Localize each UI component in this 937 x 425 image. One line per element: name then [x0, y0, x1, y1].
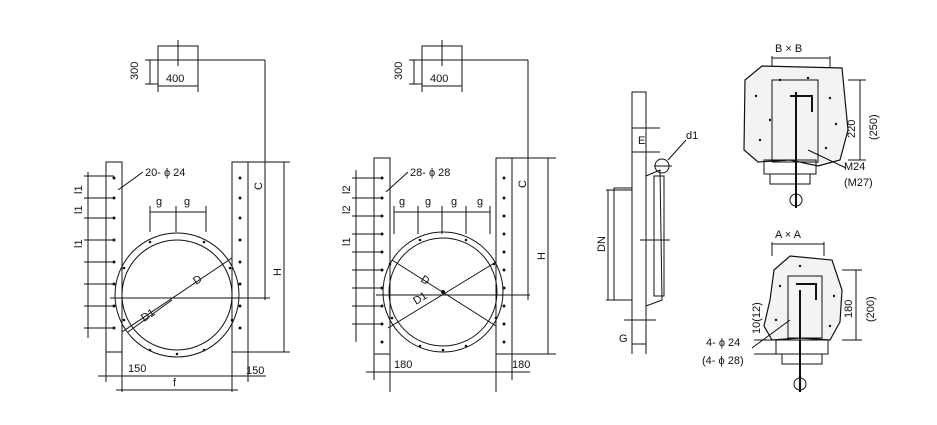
g-label-2: g: [184, 196, 190, 208]
right-offset-dim-2: 180: [512, 359, 530, 371]
f-dim: f: [173, 377, 177, 389]
g-label-1: g: [156, 196, 162, 208]
left-frame-post-2: [373, 157, 391, 355]
disc-holes: [122, 240, 234, 356]
side-gate: [653, 175, 665, 297]
e-label: E: [638, 135, 645, 147]
box-width-label: 400: [166, 73, 184, 85]
diameter-d1-label-2: D1: [411, 290, 429, 308]
dim-10-12: 10(12): [751, 302, 763, 334]
anchor-bolt-a: [796, 283, 817, 330]
h-label-2: H: [536, 252, 548, 260]
hole-callout: 20- ϕ 24: [145, 167, 185, 179]
g2-label-4: g: [477, 196, 483, 208]
box-height-label-2: 300: [393, 62, 405, 80]
valve-disc-inner-2: [388, 237, 498, 347]
diameter-d-label: D: [191, 273, 204, 287]
section-b: B × B 220 (250) M24 (M27): [743, 43, 880, 208]
hole-callout-2: 28- ϕ 28: [410, 167, 450, 179]
disc-holes-2: [388, 238, 498, 352]
side-flange: [613, 187, 633, 301]
g2-label-3: g: [451, 196, 457, 208]
side-frame: [631, 91, 647, 345]
concrete-dots-a: [774, 264, 836, 328]
right-frame-post: [231, 161, 249, 353]
dim-220: 220: [846, 120, 858, 138]
right-frame-post-2: [495, 157, 513, 355]
side-wedge: [645, 169, 663, 307]
pitch2-label-2: l2: [341, 205, 353, 214]
concrete-a: [763, 255, 843, 341]
valve-disc-inner: [121, 239, 233, 351]
side-view: DN d1 E G: [596, 91, 698, 354]
pitch-label-3: l1: [73, 239, 85, 248]
diameter-d-label-2: D: [418, 273, 431, 287]
dn-label: DN: [596, 236, 608, 252]
g-label-side: G: [619, 333, 628, 345]
section-a-title: A × A: [775, 229, 802, 241]
c-label-2: C: [517, 180, 529, 188]
dim-180: 180: [843, 300, 855, 318]
left-offset-dim: 150: [128, 363, 146, 375]
d1-label: d1: [686, 130, 698, 142]
dim-200: (200): [865, 296, 877, 322]
front-view-left: 300 400 l1 l1 l1 20: [73, 40, 290, 392]
dim-250: (250): [868, 114, 880, 140]
section-b-title: B × B: [775, 43, 802, 55]
section-a: A × A 180 (200) 10(12) 4- ϕ 24 (4- ϕ 28): [702, 229, 877, 392]
g2-label-1: g: [399, 196, 405, 208]
pitch-label-2: l1: [73, 205, 85, 214]
left-frame-post: [105, 161, 123, 353]
c-label: C: [253, 182, 265, 190]
anchor-bolt-b: [790, 92, 813, 150]
valve-disc-outer: [114, 232, 240, 358]
hole-4x24: 4- ϕ 24: [706, 337, 740, 349]
pitch2-label-1: l2: [341, 185, 353, 194]
box-width-label-2: 400: [430, 73, 448, 85]
front-view-middle: 300 400 l2 l2 l1 28- ϕ 28: [341, 40, 556, 392]
valve-disc-outer-2: [382, 231, 504, 353]
right-offset-dim: 150: [246, 365, 264, 377]
left-offset-dim-2: 180: [394, 359, 412, 371]
concrete-dots-b: [754, 76, 838, 150]
anchor-pocket-a: [787, 275, 823, 339]
bolt-m27: (M27): [844, 177, 873, 189]
h-label: H: [272, 268, 284, 276]
pitch-label-v2: l1: [341, 237, 353, 246]
hole-4x28: (4- ϕ 28): [702, 355, 744, 367]
bolt-m24: M24: [844, 161, 865, 173]
pitch-label-1: l1: [73, 185, 85, 194]
g2-label-2: g: [425, 196, 431, 208]
base-plate-a: [775, 339, 829, 355]
box-height-label: 300: [129, 62, 141, 80]
